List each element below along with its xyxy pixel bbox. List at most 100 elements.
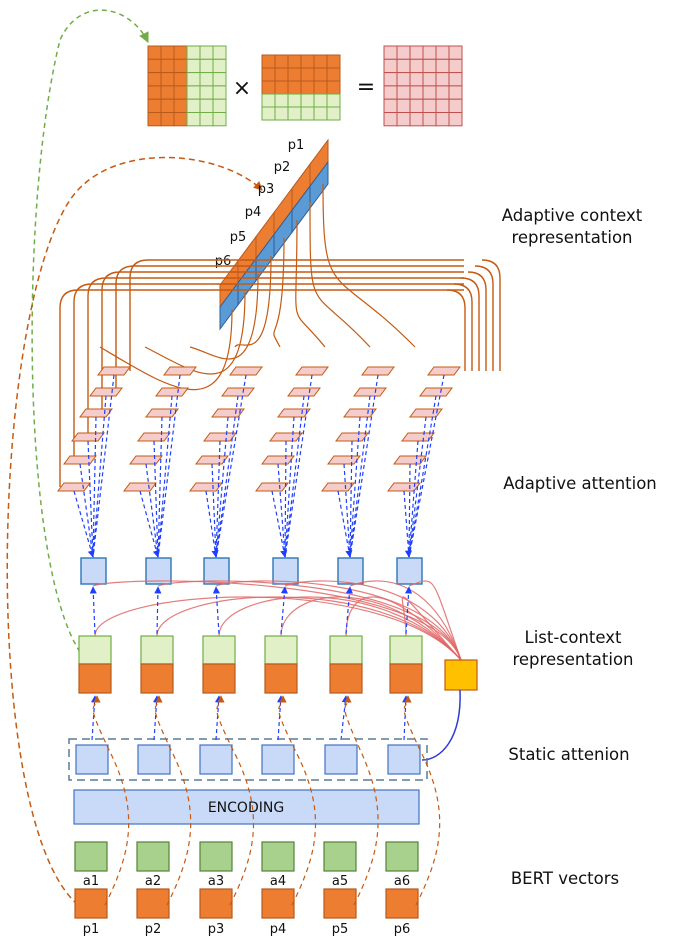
matrix-a-cell [199, 98, 214, 113]
attention-dashed-link [284, 395, 305, 558]
matrix-b-cell [274, 106, 289, 121]
matrix-result-cell [422, 72, 437, 87]
attention-dashed-link [284, 374, 313, 558]
matrix-result-cell [383, 72, 398, 87]
matrix-result [383, 45, 463, 127]
matrix-a-cell [212, 72, 227, 87]
static-attention-frame [68, 738, 428, 781]
bert-a-label: a6 [394, 874, 410, 889]
brown-feedback-arrow [6, 156, 263, 906]
matrix-b-cell [313, 54, 328, 69]
bert-p-label: p1 [83, 922, 100, 937]
matrix-a-cell [173, 112, 188, 127]
attention-dashed-link [271, 490, 288, 558]
attention-dashed-link [211, 463, 217, 558]
attention-dashed-link [343, 463, 351, 558]
equals-operator: = [357, 75, 375, 100]
static-attention-box [199, 744, 233, 775]
matrix-b-cell [300, 80, 315, 95]
matrix-a-cell [186, 72, 201, 87]
matrix-result-cell [409, 45, 424, 60]
attention-cell [269, 432, 303, 442]
matrix-a-cell [186, 45, 201, 60]
output-arc [284, 580, 462, 661]
context-link-drop [99, 309, 233, 391]
matrix-result-cell [422, 58, 437, 74]
encoding-label: ENCODING [208, 800, 284, 816]
matrix-a-cell [160, 45, 175, 60]
matrix-result-cell [409, 58, 424, 74]
matrix-a-cell [147, 85, 162, 100]
label-bert-vectors: BERT vectors [511, 869, 619, 888]
bert-a-label: a3 [208, 874, 224, 889]
matrix-result-cell [396, 85, 411, 100]
matrix-a-cell [199, 58, 214, 74]
matrix-b-cell [274, 80, 289, 95]
matrix-result-cell [435, 58, 450, 74]
matrix-b-cell [313, 67, 328, 82]
passage-dashed-link [154, 695, 192, 906]
bert-a-label: a5 [332, 874, 348, 889]
matrix-a-cell [212, 85, 227, 100]
static-up-link [276, 695, 285, 741]
matrix-result-cell [422, 45, 437, 60]
attention-dashed-link [337, 490, 353, 558]
green-feedback-arrow [31, 9, 149, 653]
matrix-result-cell [396, 98, 411, 113]
list-context-orange-box [202, 663, 236, 694]
matrix-a-cell [173, 58, 188, 74]
context-link-drop [309, 201, 371, 348]
matrix-a-cell [173, 72, 188, 87]
attention-cell [401, 432, 435, 442]
attention-cell [97, 366, 131, 376]
matrix-b-cell [326, 106, 341, 121]
attention-cell [129, 455, 163, 465]
matrix-b-cell [300, 93, 315, 108]
matrix-a-cell [186, 98, 201, 113]
adaptive-output-box [396, 557, 423, 585]
stage-labels: Adaptive context representation Adaptive… [502, 206, 657, 888]
encoding-bar [73, 789, 420, 825]
matrix-result-cell [435, 112, 450, 127]
list-context-arc [94, 596, 462, 661]
context-label-p5: p5 [230, 230, 247, 245]
matrix-result-cell [383, 85, 398, 100]
adaptive-output-box [337, 557, 364, 585]
output-arc [92, 580, 462, 661]
bert-a-box [323, 841, 357, 872]
bert-p-box [261, 888, 295, 919]
attention-dashed-link [349, 374, 379, 558]
matrix-b-cell [287, 106, 302, 121]
matrix-result-cell [435, 98, 450, 113]
matrix-a-cell [212, 112, 227, 127]
bert-p-label: p3 [208, 922, 225, 937]
matrix-a-cell [212, 58, 227, 74]
attention-dashed-link [87, 440, 94, 558]
adaptive-output-boxes [80, 557, 423, 585]
output-arc [215, 580, 462, 661]
matrix-a-cell [160, 72, 175, 87]
matrix-b-cell [313, 80, 328, 95]
passage-dashed-link [216, 695, 255, 906]
list-context-arc [345, 596, 462, 661]
attention-dashed-link [403, 490, 413, 558]
label-adaptive-attention: Adaptive attention [503, 474, 657, 493]
matrix-result-cell [383, 45, 398, 60]
context-link-vertical [446, 289, 466, 371]
context-link-drop [295, 219, 326, 348]
static-up-link [340, 695, 349, 741]
matrix-a-cell [147, 45, 162, 60]
matrix-a-cell [186, 112, 201, 127]
bert-p-box [199, 888, 233, 919]
attention-cell [427, 366, 461, 376]
output-arc [408, 580, 462, 661]
context-link-drop [273, 237, 285, 348]
matrix-a-cell [186, 58, 201, 74]
bert-a-label: a2 [145, 874, 161, 889]
list-context-green-box [140, 635, 174, 665]
matrix-a-cell [160, 112, 175, 127]
matrix-b-cell [287, 67, 302, 82]
attention-dashed-link [215, 374, 247, 558]
context-link-horizontal [87, 277, 464, 437]
